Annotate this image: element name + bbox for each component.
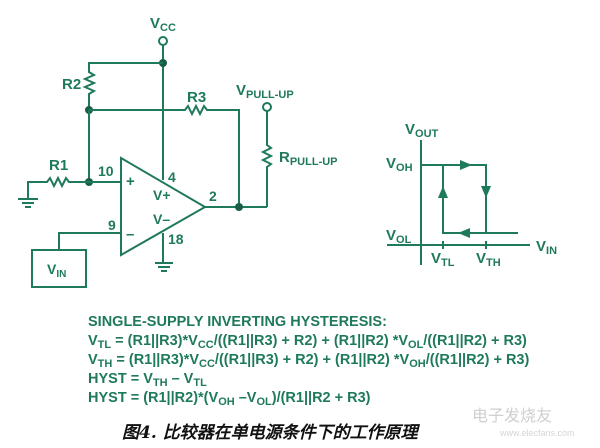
- rpullup-resistor: [260, 111, 274, 207]
- vout-axis-label: VOUT: [405, 121, 439, 140]
- arrow-down-icon: [481, 186, 491, 198]
- r3-resistor: [89, 103, 240, 207]
- pin-vplus-number: 4: [168, 169, 176, 185]
- pin-out-number: 2: [209, 188, 217, 204]
- r3-label: R3: [187, 89, 206, 106]
- equation-hyst-difference: HYST = VTH – VTL: [88, 371, 207, 389]
- vplus-label: V+: [153, 187, 171, 203]
- vpullup-label: VPULL-UP: [236, 82, 294, 101]
- equation-vth: VTH = (R1||R3)*VCC/((R1||R3) + R2) + (R1…: [88, 352, 530, 370]
- vin-axis-label: VIN: [536, 238, 557, 257]
- arrow-left-icon: [458, 228, 470, 238]
- pin-vminus-number: 18: [168, 231, 184, 247]
- output-node: [235, 203, 243, 211]
- watermark-url: www.elecfans.com: [500, 428, 575, 438]
- hysteresis-plot: VOUT VIN VOH VOL VTL VTH: [386, 121, 557, 269]
- r1-label: R1: [49, 157, 68, 174]
- vtl-label: VTL: [431, 250, 455, 269]
- vpullup-terminal: [262, 102, 272, 112]
- voh-label: VOH: [386, 155, 413, 174]
- r2-resistor: [82, 62, 163, 110]
- arrow-right-icon: [460, 160, 472, 170]
- vin-source-box: [31, 249, 87, 288]
- pin-plus-number: 10: [98, 163, 114, 179]
- equation-hyst-formula: HYST = (R1||R2)*(VOH –VOL)/(R1||R2 + R3): [88, 390, 371, 408]
- watermark-logo-text: 电子发烧友: [472, 408, 553, 425]
- r1-resistor: [27, 175, 121, 199]
- r2-label: R2: [62, 76, 81, 93]
- vin-wire: [58, 232, 121, 250]
- pin-minus-number: 9: [108, 217, 116, 233]
- vminus-label: V–: [153, 211, 170, 227]
- plus-sign: +: [126, 173, 135, 190]
- minus-sign: –: [126, 226, 134, 243]
- high-branch: [421, 164, 487, 233]
- low-branch: [442, 165, 518, 234]
- vcc-label: VCC: [150, 15, 176, 34]
- ground-icon-bottom: [155, 262, 173, 272]
- ground-icon-left: [18, 198, 38, 208]
- vol-label: VOL: [386, 227, 412, 246]
- vcc-terminal: [158, 36, 168, 46]
- equations-title: SINGLE-SUPPLY INVERTING HYSTERESIS:: [88, 314, 387, 330]
- arrow-up-icon: [438, 186, 448, 198]
- vth-label: VTH: [476, 250, 501, 269]
- vin-label: VIN: [47, 261, 66, 280]
- rpullup-label: RPULL-UP: [279, 149, 338, 168]
- equation-vtl: VTL = (R1||R3)*VCC/((R1||R3) + R2) + (R1…: [88, 333, 527, 351]
- opamp-triangle: [120, 156, 207, 257]
- figure-caption: 图4. 比较器在单电源条件下的工作原理: [122, 423, 418, 443]
